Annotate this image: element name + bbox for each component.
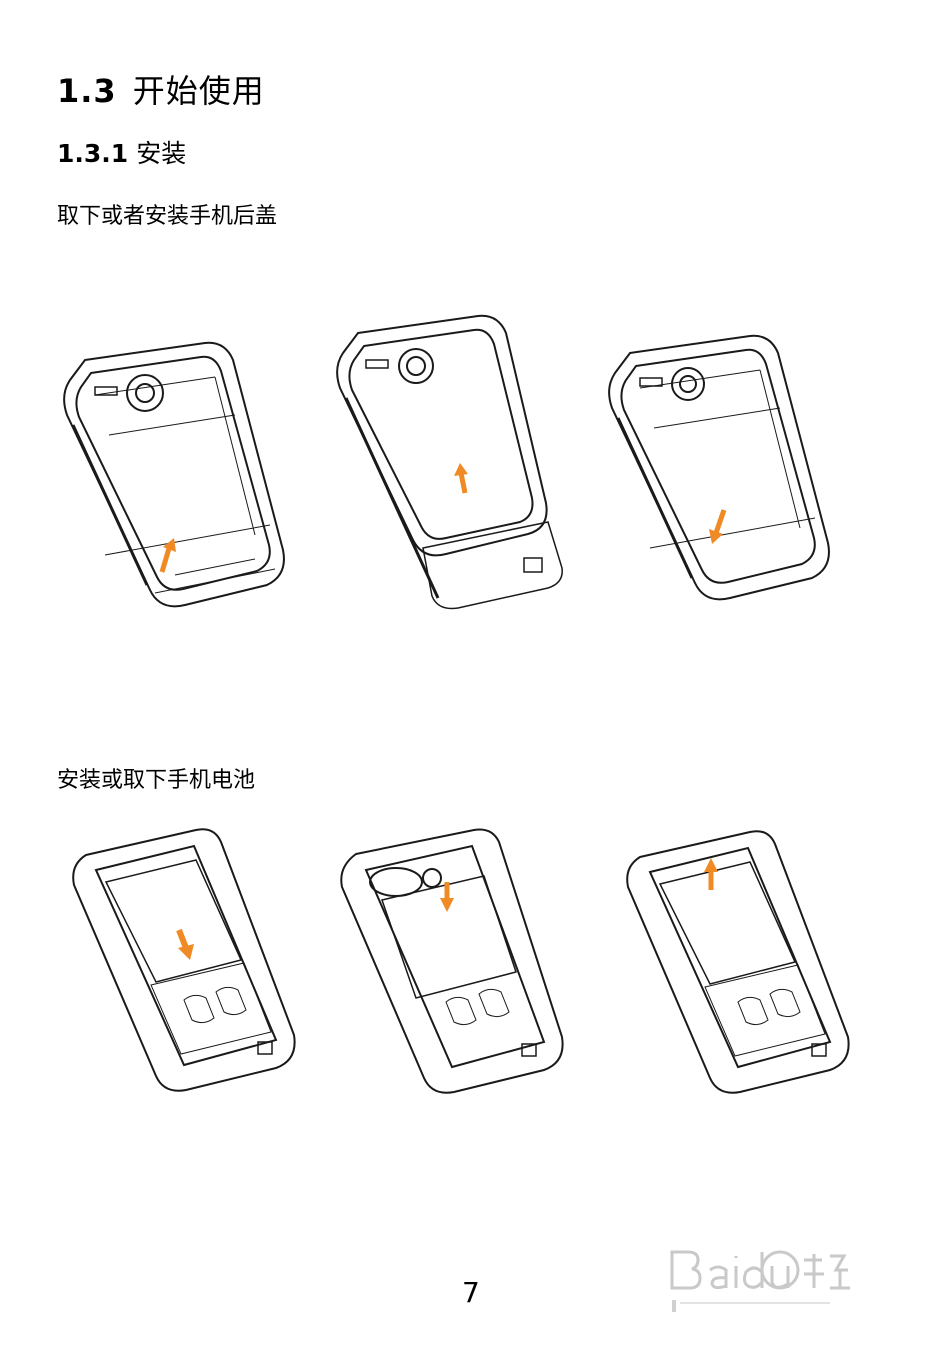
subsection-number: 1.3.1: [57, 139, 129, 168]
battery-instruction: 安装或取下手机电池: [57, 768, 256, 793]
phone-back-cover-icon: [63, 341, 285, 608]
cover-figure-3: [600, 328, 840, 613]
phone-battery-compartment-icon: [72, 828, 296, 1092]
arrow-up-icon: [704, 858, 718, 890]
phone-back-cover-icon: [608, 334, 830, 601]
cover-instruction: 取下或者安装手机后盖: [57, 204, 278, 229]
arrow-up-icon: [454, 463, 468, 494]
section-number: 1.3: [57, 72, 117, 110]
phone-back-cover-sliding-icon: [336, 314, 563, 610]
section-title: 开始使用: [132, 72, 265, 110]
phone-battery-compartment-icon: [626, 830, 850, 1094]
arrow-up-icon: [159, 538, 176, 573]
baidu-watermark-logo: [664, 1240, 889, 1320]
baidu-paw-icon: [670, 1250, 850, 1312]
cover-figure-1: [55, 335, 295, 620]
arrow-down-icon: [440, 882, 454, 912]
battery-figure-2: [334, 822, 574, 1107]
battery-figure-3: [620, 822, 860, 1107]
page-number: 7: [462, 1276, 480, 1309]
section-heading: 1.3 开始使用: [57, 66, 265, 112]
battery-figure-1: [66, 820, 306, 1105]
arrow-down-icon: [709, 509, 727, 544]
cover-figure-2: [328, 308, 568, 618]
arrow-down-icon: [176, 928, 194, 960]
subsection-title: 安装: [136, 139, 187, 168]
phone-battery-compartment-icon: [340, 828, 564, 1094]
